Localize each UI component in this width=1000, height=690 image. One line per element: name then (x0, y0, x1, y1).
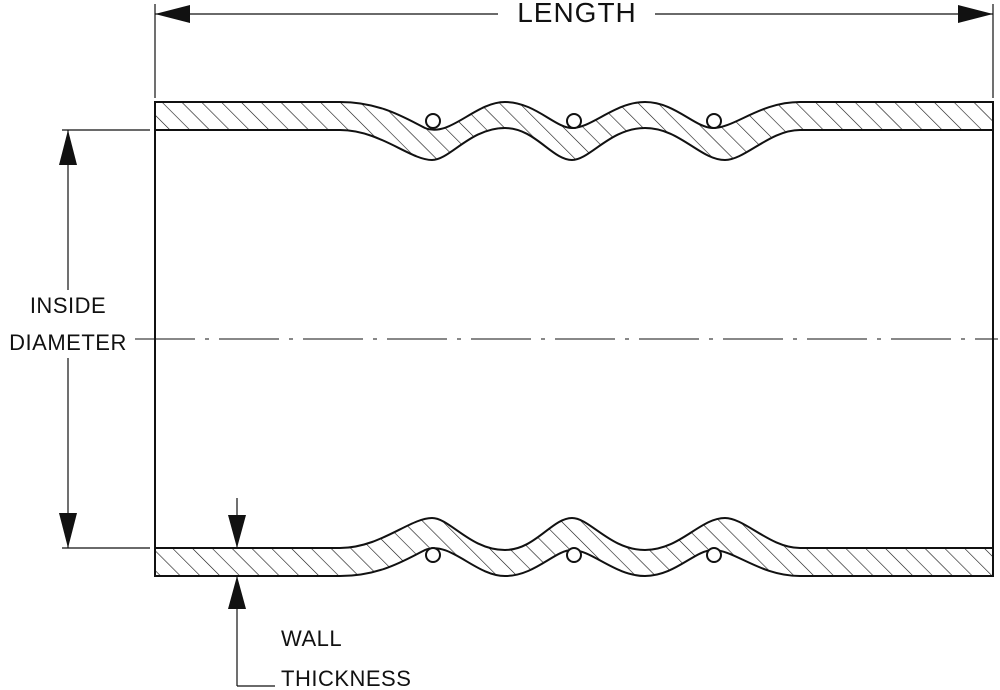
id-arrow-top (59, 130, 77, 165)
length-label: LENGTH (517, 0, 637, 28)
wire-bottom-1 (425, 547, 441, 563)
wall-thickness-label-line2: THICKNESS (281, 666, 411, 690)
top-wall (154, 100, 994, 162)
inside-diameter-label-line1: INSIDE (30, 293, 106, 318)
length-arrow-left (155, 5, 190, 23)
wall-thickness-label-line1: WALL (281, 626, 342, 651)
hose-body (154, 100, 994, 578)
wall-thickness-dimension: WALL THICKNESS (228, 498, 411, 690)
wall-arrow-top (228, 515, 246, 548)
wire-bottom-2 (566, 547, 582, 563)
wire-bottom-3 (706, 547, 722, 563)
length-arrow-right (958, 5, 993, 23)
inside-diameter-dimension: INSIDE DIAMETER (9, 129, 150, 549)
wire-top-3 (706, 113, 722, 129)
id-arrow-bottom (59, 513, 77, 548)
length-dimension: LENGTH (154, 0, 994, 98)
inside-diameter-label-line2: DIAMETER (9, 330, 127, 355)
wall-arrow-bottom (228, 576, 246, 609)
wire-top-1 (425, 113, 441, 129)
wire-top-2 (566, 113, 582, 129)
